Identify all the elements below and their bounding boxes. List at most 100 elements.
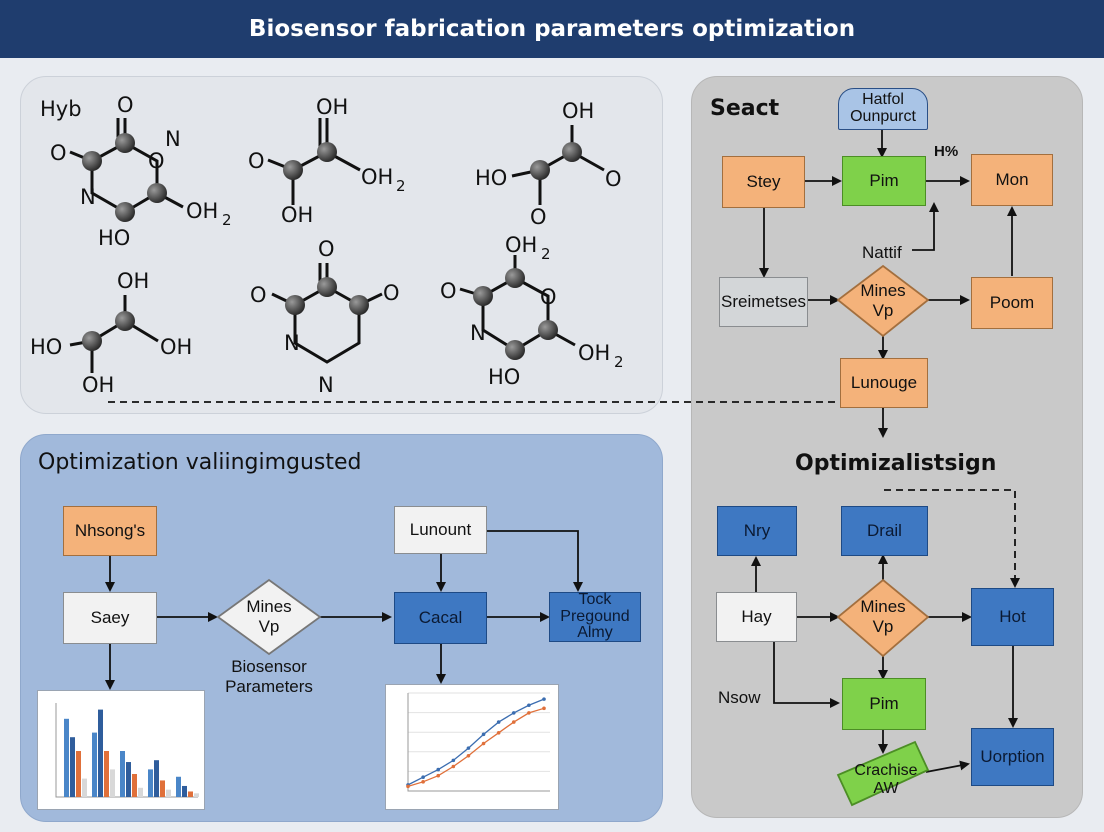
- bar-series4-cat3: [138, 787, 143, 797]
- bar-series1-cat2: [92, 732, 97, 797]
- bar-series3-cat1: [76, 751, 81, 797]
- svg-text:O: O: [248, 149, 265, 173]
- svg-text:O: O: [605, 167, 622, 191]
- bar-series4-cat1: [82, 778, 87, 797]
- bar-series4-cat4: [166, 789, 171, 797]
- right-subtitle: Optimizalistsign: [795, 451, 997, 476]
- node-uorption: Uorption: [971, 728, 1054, 786]
- svg-text:OH: OH: [117, 269, 149, 293]
- line-point-s1-10: [542, 697, 546, 701]
- node-hot: Hot: [971, 588, 1054, 646]
- bar-series1-cat4: [148, 769, 153, 797]
- bar-series3-cat4: [160, 780, 165, 797]
- line-point-s1-2: [421, 775, 425, 780]
- bar-series2-cat3: [126, 762, 131, 797]
- node-poom: Poom: [971, 277, 1053, 329]
- line-point-s1-9: [527, 703, 531, 708]
- node-hatfol: Hatfol Ounpurct: [838, 88, 928, 130]
- svg-text:O: O: [540, 285, 557, 309]
- svg-text:N: N: [165, 127, 181, 151]
- line-point-s1-5: [466, 746, 471, 750]
- line-series2: [407, 707, 545, 788]
- line-point-s1-3: [436, 767, 441, 772]
- bar-series4-cat5: [194, 793, 199, 797]
- biosensor-parameters-caption: Biosensor Parameters: [225, 657, 313, 696]
- decision-diamond-bottom: [836, 578, 930, 658]
- node-mines-vp-left: Mines Vp: [246, 597, 292, 636]
- svg-text:N: N: [318, 373, 334, 397]
- svg-text:OH: OH: [316, 95, 348, 119]
- bar-series1-cat3: [120, 751, 125, 797]
- node-lunount: Lunount: [394, 506, 487, 554]
- line-point-s2-9: [527, 711, 531, 715]
- svg-text:O: O: [318, 237, 335, 261]
- svg-text:HO: HO: [98, 226, 130, 250]
- line-chart: [385, 684, 559, 810]
- line-point-s1-7: [496, 720, 501, 724]
- svg-text:OH: OH: [562, 99, 594, 123]
- svg-text:N: N: [470, 321, 486, 345]
- crachise-shape: [836, 740, 930, 807]
- bar-series4-cat2: [110, 769, 115, 797]
- line-point-s2-10: [542, 706, 546, 711]
- node-nhsong: Nhsong's: [63, 506, 157, 556]
- line-axis: [407, 693, 550, 792]
- right-panel-label: Seact: [710, 96, 780, 121]
- svg-text:OH: OH: [505, 233, 537, 257]
- svg-text:O: O: [250, 283, 267, 307]
- bar-series2-cat1: [70, 737, 75, 797]
- svg-text:O: O: [530, 205, 547, 229]
- svg-text:O: O: [440, 279, 457, 303]
- svg-text:2: 2: [541, 245, 551, 263]
- bar-chart: [37, 690, 205, 810]
- svg-text:HO: HO: [30, 335, 62, 359]
- decision-diamond-top: [836, 264, 930, 338]
- node-mines-vp-bottom: Mines Vp: [860, 597, 906, 636]
- line-point-s2-2: [421, 780, 425, 784]
- line-series1: [407, 698, 545, 786]
- bar-series1-cat5: [176, 776, 181, 797]
- line-point-s2-8: [511, 720, 516, 724]
- bar-series2-cat4: [154, 760, 159, 797]
- line-point-s2-5: [466, 753, 471, 758]
- svg-text:2: 2: [614, 353, 624, 371]
- svg-text:HO: HO: [488, 365, 520, 389]
- bar-series2-cat5: [182, 785, 187, 797]
- svg-text:N: N: [80, 185, 96, 209]
- line-point-s1-6: [481, 732, 486, 737]
- svg-text:O: O: [50, 141, 67, 165]
- node-drail: Drail: [841, 506, 928, 556]
- node-crachise: Crachise AW: [854, 761, 918, 797]
- line-point-s1-4: [451, 758, 456, 763]
- bar-series1-cat1: [64, 718, 69, 797]
- bar-series3-cat5: [188, 791, 193, 797]
- chemistry-panel: [20, 76, 663, 414]
- line-point-s2-4: [451, 764, 456, 769]
- bar-series2-cat2: [98, 709, 103, 797]
- line-point-s2-6: [481, 741, 486, 746]
- label-nattif: Nattif: [862, 243, 902, 262]
- bar-series3-cat2: [104, 751, 109, 797]
- svg-text:2: 2: [222, 211, 232, 229]
- bar-series3-cat3: [132, 774, 137, 797]
- line-point-s2-3: [436, 773, 441, 778]
- svg-text:OH: OH: [160, 335, 192, 359]
- svg-text:OH: OH: [186, 199, 218, 223]
- svg-text:OH: OH: [82, 373, 114, 397]
- node-pim-bottom: Pim: [842, 678, 926, 730]
- node-stey: Stey: [722, 156, 805, 208]
- svg-text:2: 2: [396, 177, 406, 195]
- node-mines-vp-top: Mines Vp: [860, 281, 906, 320]
- line-point-s2-7: [496, 731, 501, 735]
- label-h-percent: H%: [934, 143, 959, 160]
- node-nry: Nry: [717, 506, 797, 556]
- node-hay: Hay: [716, 592, 797, 642]
- bar-chart-svg: [55, 703, 199, 798]
- svg-text:O: O: [117, 93, 134, 117]
- line-point-s1-8: [511, 711, 516, 715]
- label-nsow: Nsow: [718, 688, 761, 707]
- node-pim-top: Pim: [842, 156, 926, 206]
- svg-text:O: O: [383, 281, 400, 305]
